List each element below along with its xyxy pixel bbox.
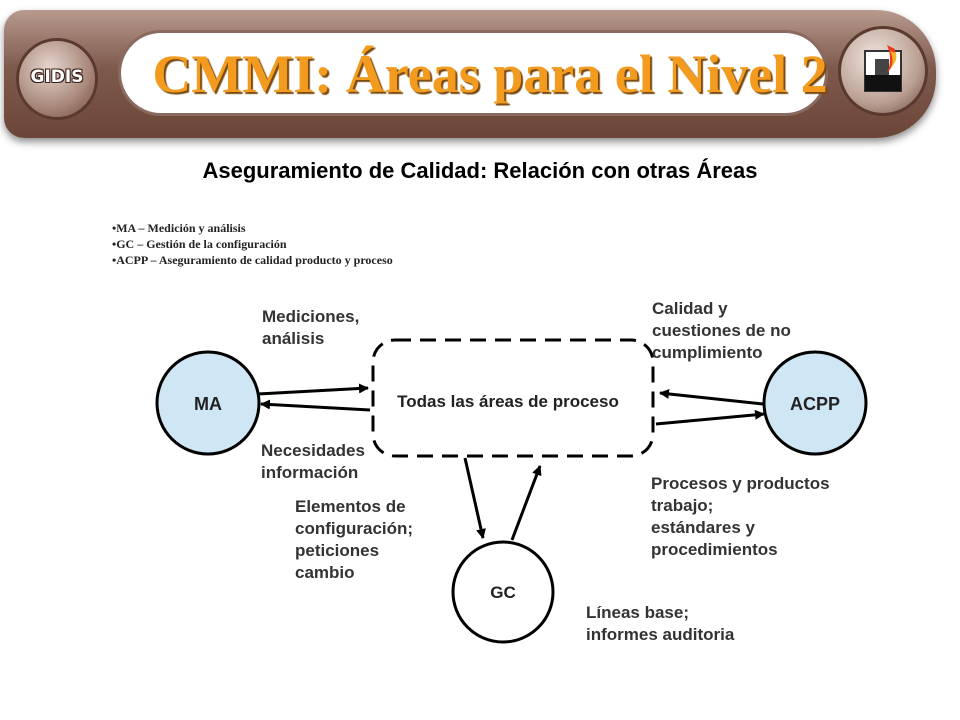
title-banner-inner bbox=[118, 30, 828, 116]
legend: •MA – Medición y análisis •GC – Gestión … bbox=[112, 220, 393, 268]
gidis-logo: GIDIS bbox=[16, 38, 98, 120]
process-areas-label: Todas las áreas de proceso bbox=[397, 392, 619, 411]
ma-node bbox=[155, 350, 261, 456]
arrow-areas-to-gc bbox=[463, 457, 486, 539]
legend-item-acpp: •ACPP – Aseguramiento de calidad product… bbox=[112, 253, 393, 267]
label-mediciones: Mediciones, análisis bbox=[262, 307, 360, 348]
legend-item-ma: •MA – Medición y análisis bbox=[112, 221, 246, 235]
label-lineas: Líneas base; informes auditoria bbox=[586, 603, 735, 644]
process-areas-box bbox=[371, 338, 655, 458]
arrow-acpp-to-areas bbox=[659, 388, 764, 406]
slide-subtitle: Aseguramiento de Calidad: Relación con o… bbox=[202, 158, 758, 183]
label-elementos: Elementos de configuración; peticiones c… bbox=[295, 497, 414, 582]
gidis-logo-text: GIDIS bbox=[30, 67, 84, 87]
page-title: CMMI: Áreas para el Nivel 2 bbox=[152, 44, 828, 104]
university-logo bbox=[838, 26, 928, 116]
arrow-ma-to-areas bbox=[257, 383, 369, 396]
acpp-node bbox=[762, 350, 868, 456]
legend-item-gc: •GC – Gestión de la configuración bbox=[112, 237, 287, 251]
label-calidad: Calidad y cuestiones de no cumplimiento bbox=[652, 299, 791, 362]
arrow-areas-to-ma bbox=[260, 399, 371, 412]
label-necesidades: Necesidades información bbox=[261, 441, 365, 482]
label-procesos: Procesos y productos trabajo; estándares… bbox=[651, 474, 830, 559]
ma-node-label: MA bbox=[194, 394, 222, 414]
university-logo-icon bbox=[864, 45, 902, 92]
arrow-gc-to-areas bbox=[510, 465, 542, 541]
arrow-areas-to-acpp bbox=[655, 409, 765, 426]
gc-node-label: GC bbox=[490, 583, 516, 602]
acpp-node-label: ACPP bbox=[790, 394, 840, 414]
gc-node bbox=[451, 540, 555, 644]
